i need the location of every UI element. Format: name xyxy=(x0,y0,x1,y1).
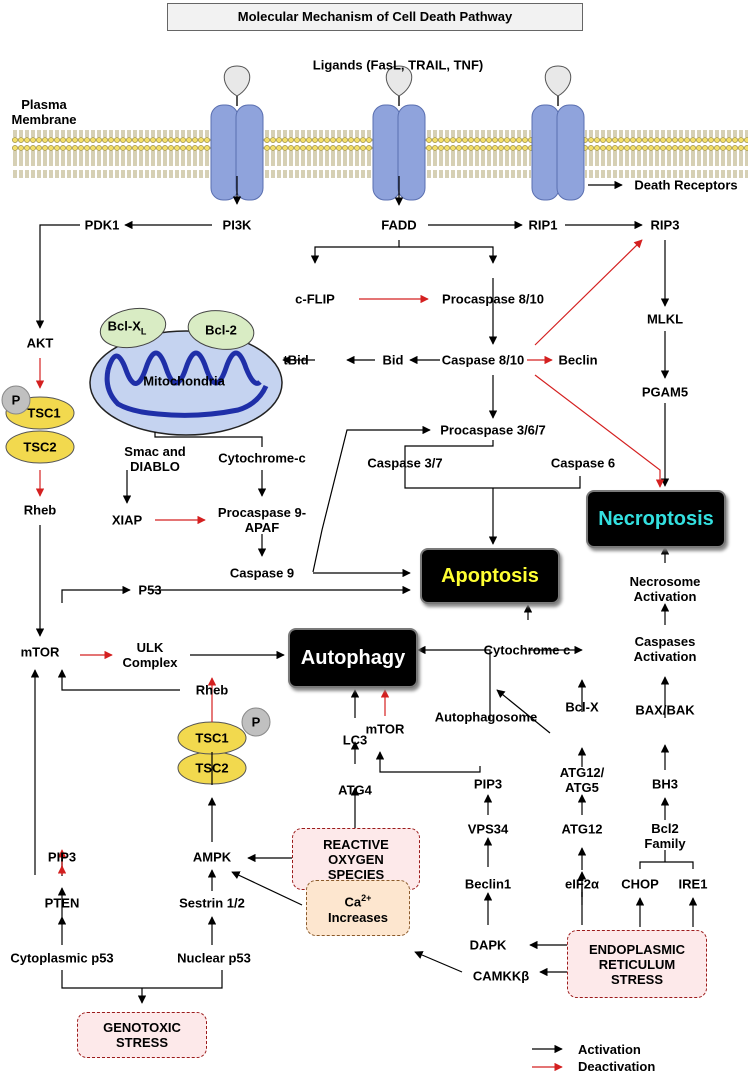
node-bcl2-family: Bcl2 Family xyxy=(644,821,686,851)
node-pgam5: PGAM5 xyxy=(641,384,689,400)
node-procaspase-3-6-7: Procaspase 3/6/7 xyxy=(440,422,546,438)
node-caspase-8-10: Caspase 8/10 xyxy=(441,352,525,368)
diagram-title: Molecular Mechanism of Cell Death Pathwa… xyxy=(167,3,583,31)
node-c-flip: c-FLIP xyxy=(295,291,335,307)
node-bcl-2: Bcl-2 xyxy=(205,322,237,338)
legend-activation: Activation xyxy=(578,1042,641,1057)
node-bh3: BH3 xyxy=(651,776,679,792)
mitochondria-organelle xyxy=(89,307,283,436)
node-bcl-xl: Bcl-XL xyxy=(107,318,147,337)
node-mtor-lower: mTOR xyxy=(365,721,405,737)
node-caspase-9: Caspase 9 xyxy=(229,565,295,581)
node-tsc2-lower: TSC2 xyxy=(195,760,229,776)
node-mitochondria: Mitochondria xyxy=(143,373,225,389)
node-rheb: Rheb xyxy=(23,502,57,518)
reactive-oxygen-species-box: REACTIVE OXYGEN SPECIES xyxy=(292,828,420,890)
plasma-membrane-label: Plasma Membrane xyxy=(11,97,77,127)
node-bcl-x: Bcl-X xyxy=(565,699,599,715)
node-tsc1: TSC1 xyxy=(27,405,61,421)
node-pip3: PIP3 xyxy=(473,776,503,792)
node-p53: P53 xyxy=(138,582,162,598)
node-caspase-6: Caspase 6 xyxy=(550,455,616,471)
activation-arrows xyxy=(30,176,698,1054)
node-procaspase-8-10: Procaspase 8/10 xyxy=(442,291,544,307)
node-tsc2: TSC2 xyxy=(23,439,57,455)
node-cytochrome-c: Cytochrome c xyxy=(483,642,571,658)
tsc-complex-top xyxy=(1,385,75,464)
node-autophagosome: Autophagosome xyxy=(434,709,538,725)
phospho-label-lower: P xyxy=(251,714,261,730)
node-caspases-activation: Caspases Activation xyxy=(633,634,697,664)
er-stress-box: ENDOPLASMIC RETICULUM STRESS xyxy=(567,930,707,998)
node-procaspase-9-apaf: Procaspase 9- APAF xyxy=(217,505,307,535)
phospho-label: P xyxy=(11,392,21,408)
node-necrosome-activation: Necrosome Activation xyxy=(629,574,701,604)
node-pten: PTEN xyxy=(44,895,80,911)
node-pi3k: PI3K xyxy=(222,217,252,233)
node-dapk: DAPK xyxy=(469,937,507,953)
death-receptors-label: Death Receptors xyxy=(634,177,738,193)
node-mtor: mTOR xyxy=(20,644,60,660)
genotoxic-stress-box: GENOTOXIC STRESS xyxy=(77,1012,207,1058)
node-caspase-3-7: Caspase 3/7 xyxy=(367,455,443,471)
receptor-2 xyxy=(372,65,426,201)
node-vps34: VPS34 xyxy=(467,821,509,837)
node-smac-diablo: Smac and DIABLO xyxy=(124,444,186,474)
node-atg12: ATG12 xyxy=(561,821,603,837)
node-cytoplasmic-p53: Cytoplasmic p53 xyxy=(10,950,114,966)
node-lc3: LC3 xyxy=(342,732,368,748)
node-rip1: RIP1 xyxy=(528,217,558,233)
node-ire1: IRE1 xyxy=(678,876,708,892)
autophagy-box: Autophagy xyxy=(288,628,418,688)
ligands-label: Ligands (FasL, TRAIL, TNF) xyxy=(312,57,484,73)
node-ampk: AMPK xyxy=(192,849,232,865)
node-cytochrome-c-mito: Cytochrome-c xyxy=(218,450,306,466)
node-eif2a: eIF2α xyxy=(564,876,600,892)
node-chop: CHOP xyxy=(621,876,659,892)
node-tbid: tBid xyxy=(283,352,309,368)
node-beclin1: Beclin1 xyxy=(464,876,512,892)
node-nuclear-p53: Nuclear p53 xyxy=(177,950,251,966)
legend-deactivation: Deactivation xyxy=(578,1059,656,1074)
receptor-3 xyxy=(531,65,585,201)
node-akt: AKT xyxy=(26,335,54,351)
node-xiap: XIAP xyxy=(111,512,143,528)
node-rheb-lower: Rheb xyxy=(195,682,229,698)
node-rip3: RIP3 xyxy=(650,217,680,233)
node-bax-bak: BAX/BAK xyxy=(635,702,695,718)
node-beclin: Beclin xyxy=(558,352,598,368)
node-fadd: FADD xyxy=(381,217,417,233)
node-tsc1-lower: TSC1 xyxy=(195,730,229,746)
node-camkk-beta: CAMKKβ xyxy=(472,968,530,984)
node-sestrin: Sestrin 1/2 xyxy=(179,895,245,911)
node-atg12-atg5: ATG12/ ATG5 xyxy=(559,765,605,795)
node-pdk1: PDK1 xyxy=(84,217,120,233)
node-atg4: ATG4 xyxy=(338,782,372,798)
node-ulk-complex: ULK Complex xyxy=(122,640,178,670)
receptor-1 xyxy=(210,65,264,201)
node-bid: Bid xyxy=(382,352,404,368)
node-pip3-left: PIP3 xyxy=(47,849,77,865)
calcium-increases-box: Ca2+ Increases xyxy=(306,880,410,936)
deactivation-arrows xyxy=(35,239,665,1072)
node-mlkl: MLKL xyxy=(646,311,684,327)
necroptosis-box: Necroptosis xyxy=(586,490,726,548)
apoptosis-box: Apoptosis xyxy=(420,548,560,604)
